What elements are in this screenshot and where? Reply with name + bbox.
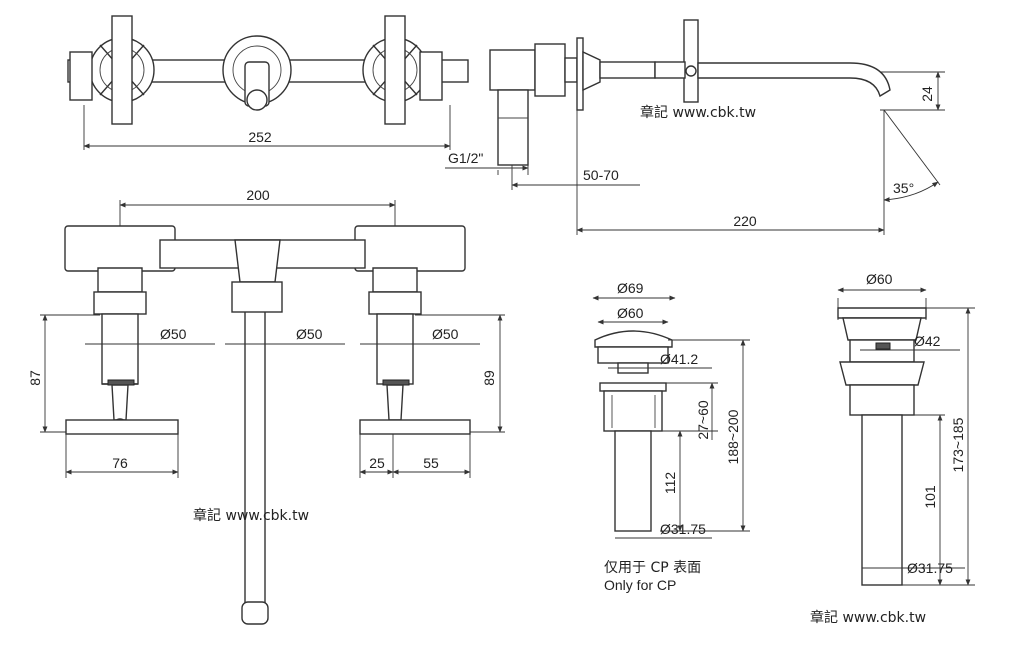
drain-b-inner-dia: Ø42: [914, 333, 941, 349]
spout-height-label: 24: [919, 86, 935, 102]
side-view: 24 35° 章記 www.cbk.tw G1/2" 50-70 220: [445, 19, 945, 235]
front-left-valve: [65, 267, 179, 435]
front-left-block: [64, 225, 176, 272]
height-left-label: 87: [27, 370, 43, 386]
drain-a-total-label: 188~200: [725, 409, 741, 464]
top-view-left-handle: [69, 15, 155, 125]
top-view: 252: [67, 15, 469, 150]
drain-b-tail: [861, 414, 903, 586]
handle-left-label: 76: [112, 455, 128, 471]
drain-a-cap-dia: Ø60: [617, 305, 644, 321]
drain-a: Ø69 Ø60 Ø41.2 Ø31.75 27~60 112 188~200 仅…: [592, 280, 750, 593]
drain-a-pipe-dia: Ø31.75: [660, 521, 706, 537]
top-view-spout: [222, 35, 292, 111]
front-left-lever: [65, 419, 179, 435]
drain-a-outer-dia: Ø69: [617, 280, 644, 296]
drain-b-cap: [837, 307, 927, 319]
spacing-label: 200: [246, 187, 270, 203]
side-inlet: [497, 89, 529, 166]
thread-label: G1/2": [448, 150, 483, 166]
dia-right-label: Ø50: [432, 326, 459, 342]
drain-a-range-label: 27~60: [695, 400, 711, 440]
top-view-right-handle: [362, 15, 443, 125]
front-right-block: [354, 225, 466, 272]
side-body-block: [489, 49, 536, 91]
front-right-lever: [359, 419, 471, 435]
watermark-top: 章記 www.cbk.tw: [640, 104, 756, 121]
drain-a-tail-label: 112: [662, 472, 678, 495]
side-handle: [683, 19, 699, 103]
watermark-front: 章記 www.cbk.tw: [193, 507, 309, 524]
side-wall-plate: [576, 37, 584, 111]
drain-a-inner-dia: Ø41.2: [660, 351, 698, 367]
drain-b-tail-label: 101: [922, 485, 938, 509]
drain-a-note-cn: 仅用于 CP 表面: [604, 560, 701, 576]
drain-a-cap: [594, 330, 673, 348]
dia-center-label: Ø50: [296, 326, 323, 342]
front-view: 200 Ø50: [27, 187, 505, 625]
drain-a-tail: [614, 430, 652, 532]
top-width-label: 252: [248, 129, 272, 145]
spout-reach-label: 220: [733, 213, 757, 229]
handle-right-a-label: 25: [369, 455, 385, 471]
watermark-bottom: 章記 www.cbk.tw: [810, 609, 926, 626]
front-right-valve: [359, 267, 471, 435]
drain-a-note-en: Only for CP: [604, 577, 676, 593]
drain-b-pipe-dia: Ø31.75: [907, 560, 953, 576]
handle-right-b-label: 55: [423, 455, 439, 471]
drain-b-total-label: 173~185: [950, 417, 966, 472]
wall-depth-label: 50-70: [583, 167, 619, 183]
height-right-label: 89: [481, 370, 497, 386]
drain-b-cap-dia: Ø60: [866, 271, 893, 287]
drain-b: Ø60 Ø42 Ø31.75 101 173~185 章記 www.cbk.tw: [810, 271, 975, 626]
side-spout: [697, 62, 891, 98]
spout-angle-label: 35°: [893, 180, 914, 196]
dia-left-label: Ø50: [160, 326, 187, 342]
